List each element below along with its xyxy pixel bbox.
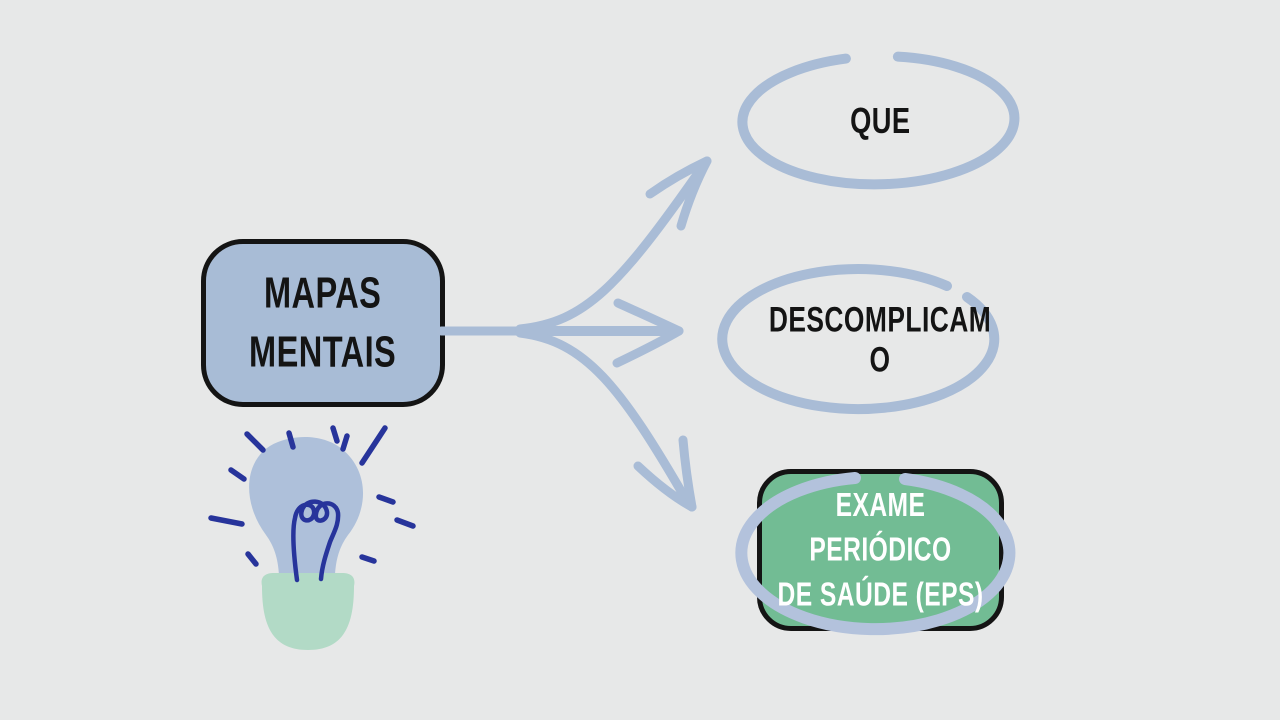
arrow-down bbox=[515, 328, 697, 512]
lightbulb-icon bbox=[208, 425, 416, 650]
root-node-mapas-mentais bbox=[201, 239, 445, 407]
ellipse-descomplicam bbox=[717, 264, 1000, 415]
branch-que-label: QUE bbox=[745, 56, 1015, 186]
branch-que-label-text: QUE bbox=[849, 99, 911, 142]
bulb-glass bbox=[249, 436, 364, 575]
branch-connector bbox=[436, 156, 712, 512]
arrow-up bbox=[515, 156, 712, 334]
bulb-base bbox=[261, 573, 355, 650]
branch-descomplicam-label-text: DESCOMPLICAM O bbox=[768, 300, 992, 380]
branch-node-eps bbox=[757, 469, 1004, 631]
bulb-rays bbox=[208, 425, 416, 567]
arrow-middle bbox=[515, 298, 684, 368]
bulb-filament bbox=[291, 499, 341, 583]
branch-descomplicam-label: DESCOMPLICAM O bbox=[745, 271, 1015, 411]
ellipse-que bbox=[737, 51, 1020, 190]
